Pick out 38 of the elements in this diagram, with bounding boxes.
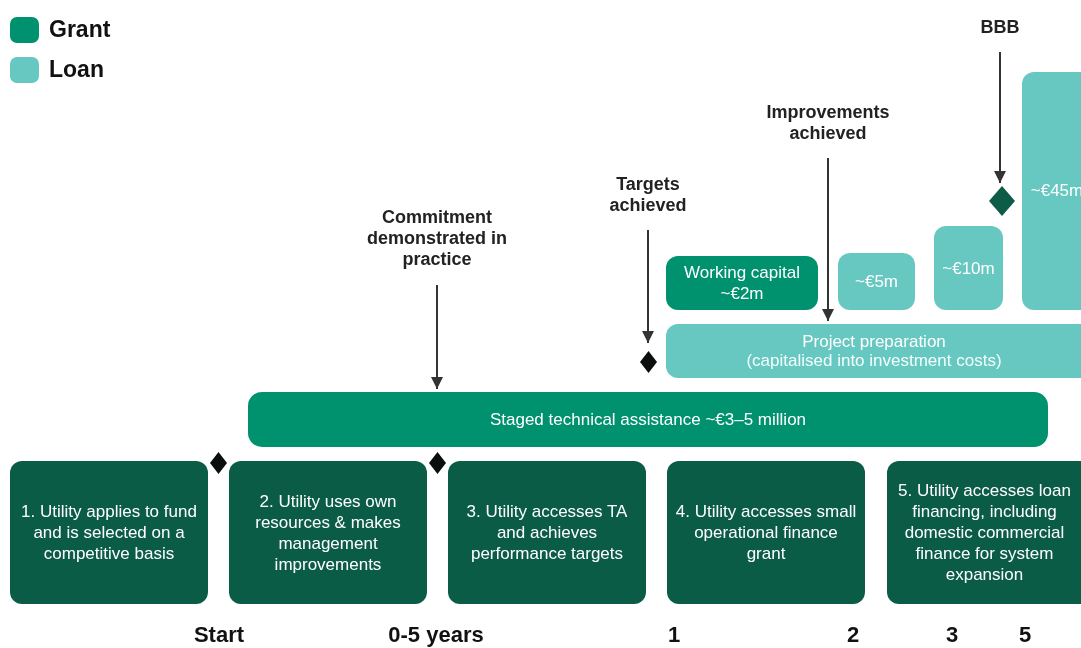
box-text: ~€5m [855, 271, 898, 292]
milestone-label: Targets achieved [608, 174, 688, 216]
timeline-label: Start [193, 622, 245, 648]
box-text: 5. Utility accesses loan financing, including domestic commercial finance for system expansion [897, 480, 1072, 585]
box-subtext: (capitalised into investment costs) [746, 351, 1002, 370]
box-text: 2. Utility uses own resources & makes management improvements [254, 490, 402, 575]
step-box [667, 461, 865, 604]
arrow [642, 229, 654, 344]
box-text: Working capital ~€2m [683, 262, 801, 304]
timeline-label: 1 [667, 622, 681, 648]
arrow [431, 284, 443, 390]
grant-box [666, 256, 818, 310]
loan-box [934, 226, 1003, 310]
box-text: Project preparation [802, 332, 946, 351]
milestone-label: Commitment demonstrated in practice [366, 206, 508, 270]
timeline-label: 0-5 years [388, 622, 484, 648]
box-text: 3. Utility accesses TA and achieves performance targets [465, 501, 629, 564]
box-text: 1. Utility applies to fund and is selected on a competitive basis [20, 501, 198, 564]
step-box [887, 461, 1081, 604]
box-text: Staged technical assistance ~€3–5 million [489, 409, 807, 430]
timeline-label: 2 [846, 622, 860, 648]
box-text: 4. Utility accesses small operational finance grant [674, 501, 858, 564]
step-box [229, 461, 427, 604]
timeline-label: 3 [945, 622, 959, 648]
loan-box [1022, 72, 1081, 310]
step-box [448, 461, 646, 604]
loan-box [666, 324, 1081, 378]
arrow [822, 157, 834, 322]
milestone-label: Improvements achieved [765, 102, 891, 144]
grant-box [248, 392, 1048, 447]
arrow [994, 51, 1006, 184]
milestone-label: BBB [980, 16, 1020, 38]
step-box [10, 461, 208, 604]
legend-label: Loan [49, 56, 104, 83]
box-text: ~€10m [942, 257, 995, 279]
timeline-label: 5 [1018, 622, 1032, 648]
loan-box [838, 253, 915, 310]
legend-label: Grant [49, 16, 111, 43]
